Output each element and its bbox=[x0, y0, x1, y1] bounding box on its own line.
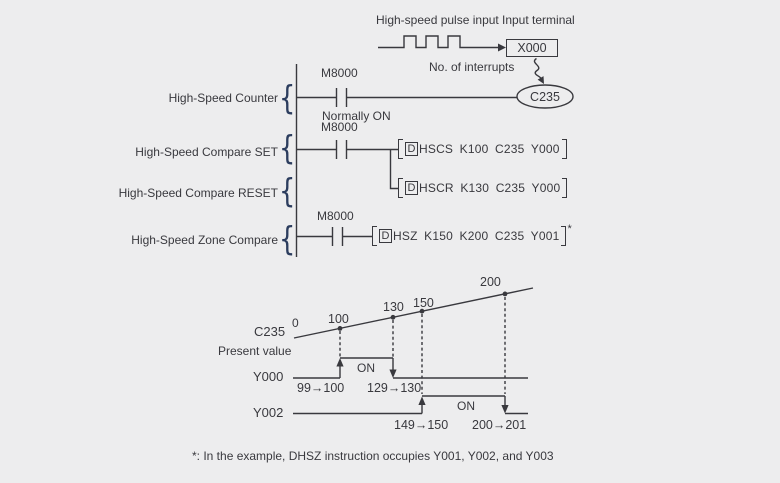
footnote-asterisk-ref: * bbox=[567, 223, 572, 235]
close-bracket bbox=[561, 139, 567, 159]
contact-label-row1: M8000 bbox=[321, 66, 358, 80]
instruction-text: HSZ K150 K200 C235 Y001 bbox=[393, 229, 560, 243]
arrowhead-into-terminal bbox=[498, 43, 506, 52]
coil-label: C235 bbox=[530, 89, 560, 104]
instruction-hsz: D HSZ K150 K200 C235 Y001 * bbox=[372, 223, 572, 247]
y002-rise-label: 149→150 bbox=[394, 418, 449, 432]
instruction-hscs: D HSCS K100 C235 Y000 bbox=[398, 138, 567, 160]
ramp-dots bbox=[337, 291, 508, 331]
ladder-row-compare-set bbox=[296, 140, 398, 190]
ladder-row-counter bbox=[296, 88, 517, 107]
signal-label-y000: Y000 bbox=[253, 369, 284, 384]
brace-row2: { bbox=[279, 128, 296, 167]
pulse-input-label: High-speed pulse input bbox=[376, 13, 499, 27]
y002-fall-label: 200→201 bbox=[472, 418, 527, 432]
footnote: *: In the example, DHSZ instruction occu… bbox=[192, 449, 554, 463]
contact-m8000-row2 bbox=[335, 140, 348, 159]
coil-ellipse bbox=[516, 84, 574, 109]
squiggle-arrow-icon bbox=[533, 57, 542, 81]
timing-diagram-lines bbox=[293, 287, 534, 415]
value-label-150: 150 bbox=[413, 296, 434, 310]
branch-to-reset bbox=[389, 149, 398, 190]
double-word-prefix: D bbox=[405, 142, 418, 156]
brace-row4: { bbox=[279, 219, 296, 258]
interrupts-label: No. of interrupts bbox=[429, 60, 515, 74]
row-label-compare-reset: High-Speed Compare RESET bbox=[118, 186, 278, 200]
double-word-prefix: D bbox=[405, 181, 418, 195]
y002-rise-arrowhead bbox=[418, 396, 426, 405]
y000-fall-label: 129→130 bbox=[367, 381, 422, 395]
close-bracket bbox=[561, 226, 567, 246]
pulse-waveform-icon bbox=[378, 35, 498, 49]
y000-fall-arrowhead bbox=[389, 369, 397, 378]
y002-on-label: ON bbox=[457, 399, 475, 413]
value-label-130: 130 bbox=[383, 300, 404, 314]
open-bracket bbox=[398, 178, 403, 198]
open-bracket bbox=[372, 226, 377, 246]
ladder-row-zone-compare bbox=[296, 227, 372, 246]
row-label-zone-compare: High-Speed Zone Compare bbox=[131, 233, 278, 247]
instruction-text: HSCR K130 C235 Y000 bbox=[419, 181, 561, 195]
signal-label-y002: Y002 bbox=[253, 405, 284, 420]
contact-label-row4: M8000 bbox=[317, 209, 354, 223]
counter-ramp-line bbox=[293, 287, 534, 339]
y002-waveform bbox=[293, 395, 528, 415]
input-terminal-name: X000 bbox=[517, 41, 547, 55]
normally-on-note: Normally ON bbox=[322, 109, 391, 123]
timing-counter-label: C235 bbox=[254, 324, 286, 339]
y002-fall-arrowhead bbox=[501, 405, 509, 414]
input-terminal-box: X000 bbox=[506, 39, 558, 57]
row-label-compare-set: High-Speed Compare SET bbox=[135, 145, 278, 159]
open-bracket bbox=[398, 139, 403, 159]
row-label-counter: High-Speed Counter bbox=[168, 91, 278, 105]
value-label-100: 100 bbox=[328, 312, 349, 326]
contact-m8000-row4 bbox=[331, 227, 344, 246]
instruction-hscr: D HSCR K130 C235 Y000 bbox=[398, 177, 568, 199]
y000-waveform bbox=[293, 357, 528, 379]
timing-present-value-label: Present value bbox=[218, 344, 292, 358]
timing-zero-label: 0 bbox=[292, 316, 299, 330]
brace-row1: { bbox=[279, 78, 296, 117]
value-label-200: 200 bbox=[480, 275, 501, 289]
close-bracket bbox=[562, 178, 568, 198]
y000-rise-label: 99→100 bbox=[297, 381, 345, 395]
contact-label-row2: M8000 bbox=[321, 120, 358, 134]
instruction-text: HSCS K100 C235 Y000 bbox=[419, 142, 560, 156]
brace-row3: { bbox=[279, 171, 296, 210]
contact-m8000-row1 bbox=[335, 88, 348, 107]
input-terminal-label: Input terminal bbox=[502, 13, 575, 27]
double-word-prefix: D bbox=[379, 229, 392, 243]
y000-rise-arrowhead bbox=[336, 358, 344, 367]
y000-on-label: ON bbox=[357, 361, 375, 375]
squiggle-arrowhead bbox=[537, 76, 544, 84]
